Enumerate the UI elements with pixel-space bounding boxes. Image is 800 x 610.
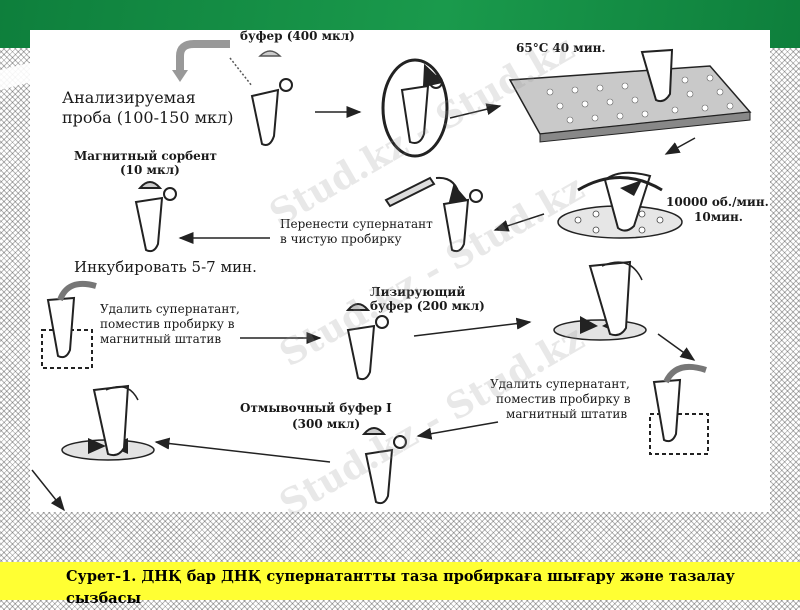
arrow-11 (31, 469, 65, 512)
remove1-label-line2: поместив пробирку в (100, 317, 235, 331)
centrifuge-label-line1: 10000 об./мин. (666, 195, 769, 209)
magnet-rack-right (649, 364, 709, 455)
heating-block (508, 48, 752, 143)
magnet-rack-left (41, 280, 97, 369)
diagram-drawing (31, 40, 752, 512)
pipette-drops (229, 50, 282, 87)
diagram-panel: буфер (400 мкл) Анализируемая проба (100… (30, 30, 770, 512)
figure-caption: Сурет-1. ДНҚ бар ДНҚ супернатантты таза … (66, 568, 735, 607)
lysis-tube (345, 303, 389, 381)
wash-tube (361, 427, 407, 505)
lysis-label-line2: буфер (200 мкл) (370, 299, 485, 313)
remove2-label-line2: поместив пробирку в (496, 392, 631, 406)
arrow-2 (449, 103, 502, 119)
buffer-top-label: буфер (400 мкл) (240, 29, 355, 43)
centrifuge-label-line2: 10мин. (694, 210, 743, 224)
centrifuge (557, 171, 683, 239)
wash-label-line1: Отмывочный буфер I (240, 401, 392, 415)
magnet-sorbent-tube (134, 181, 177, 253)
arrow-3 (664, 137, 696, 155)
vortex-stand (553, 260, 647, 341)
remove1-label-line3: магнитный штатив (100, 332, 222, 346)
arrow-9 (416, 421, 499, 440)
magnet-sorbent-label-line1: Магнитный сорбент (74, 149, 217, 163)
temp-time-label: 65°C 40 мин. (516, 41, 606, 55)
curved-arrow-icon (172, 40, 230, 82)
magnet-sorbent-label-line2: (10 мкл) (120, 163, 180, 177)
sample-label-line2: проба (100-150 мкл) (62, 108, 234, 127)
remove2-label-line3: магнитный штатив (506, 407, 628, 421)
sample-tube (250, 78, 293, 146)
transfer-label-line1: Перенести супернатант (280, 217, 433, 231)
arrow-7 (413, 317, 532, 337)
incubate-label: Инкубировать 5-7 мин. (74, 258, 257, 276)
vortex-tube (381, 58, 449, 158)
remove2-label-line1: Удалить супернатант, (490, 377, 630, 391)
wash-label-line2: (300 мкл) (292, 417, 361, 431)
remove1-label-line1: Удалить супернатант, (100, 302, 240, 316)
transfer-label-line2: в чистую пробирку (280, 232, 402, 246)
vortex-stand-left (61, 384, 155, 461)
sample-label-line1: Анализируемая (62, 88, 196, 107)
transfer-tubes (384, 176, 483, 253)
arrow-8 (657, 333, 696, 361)
caption-band (0, 562, 800, 600)
arrow-4 (493, 213, 545, 232)
arrow-10 (154, 437, 331, 463)
lysis-label-line1: Лизирующий (370, 285, 466, 299)
